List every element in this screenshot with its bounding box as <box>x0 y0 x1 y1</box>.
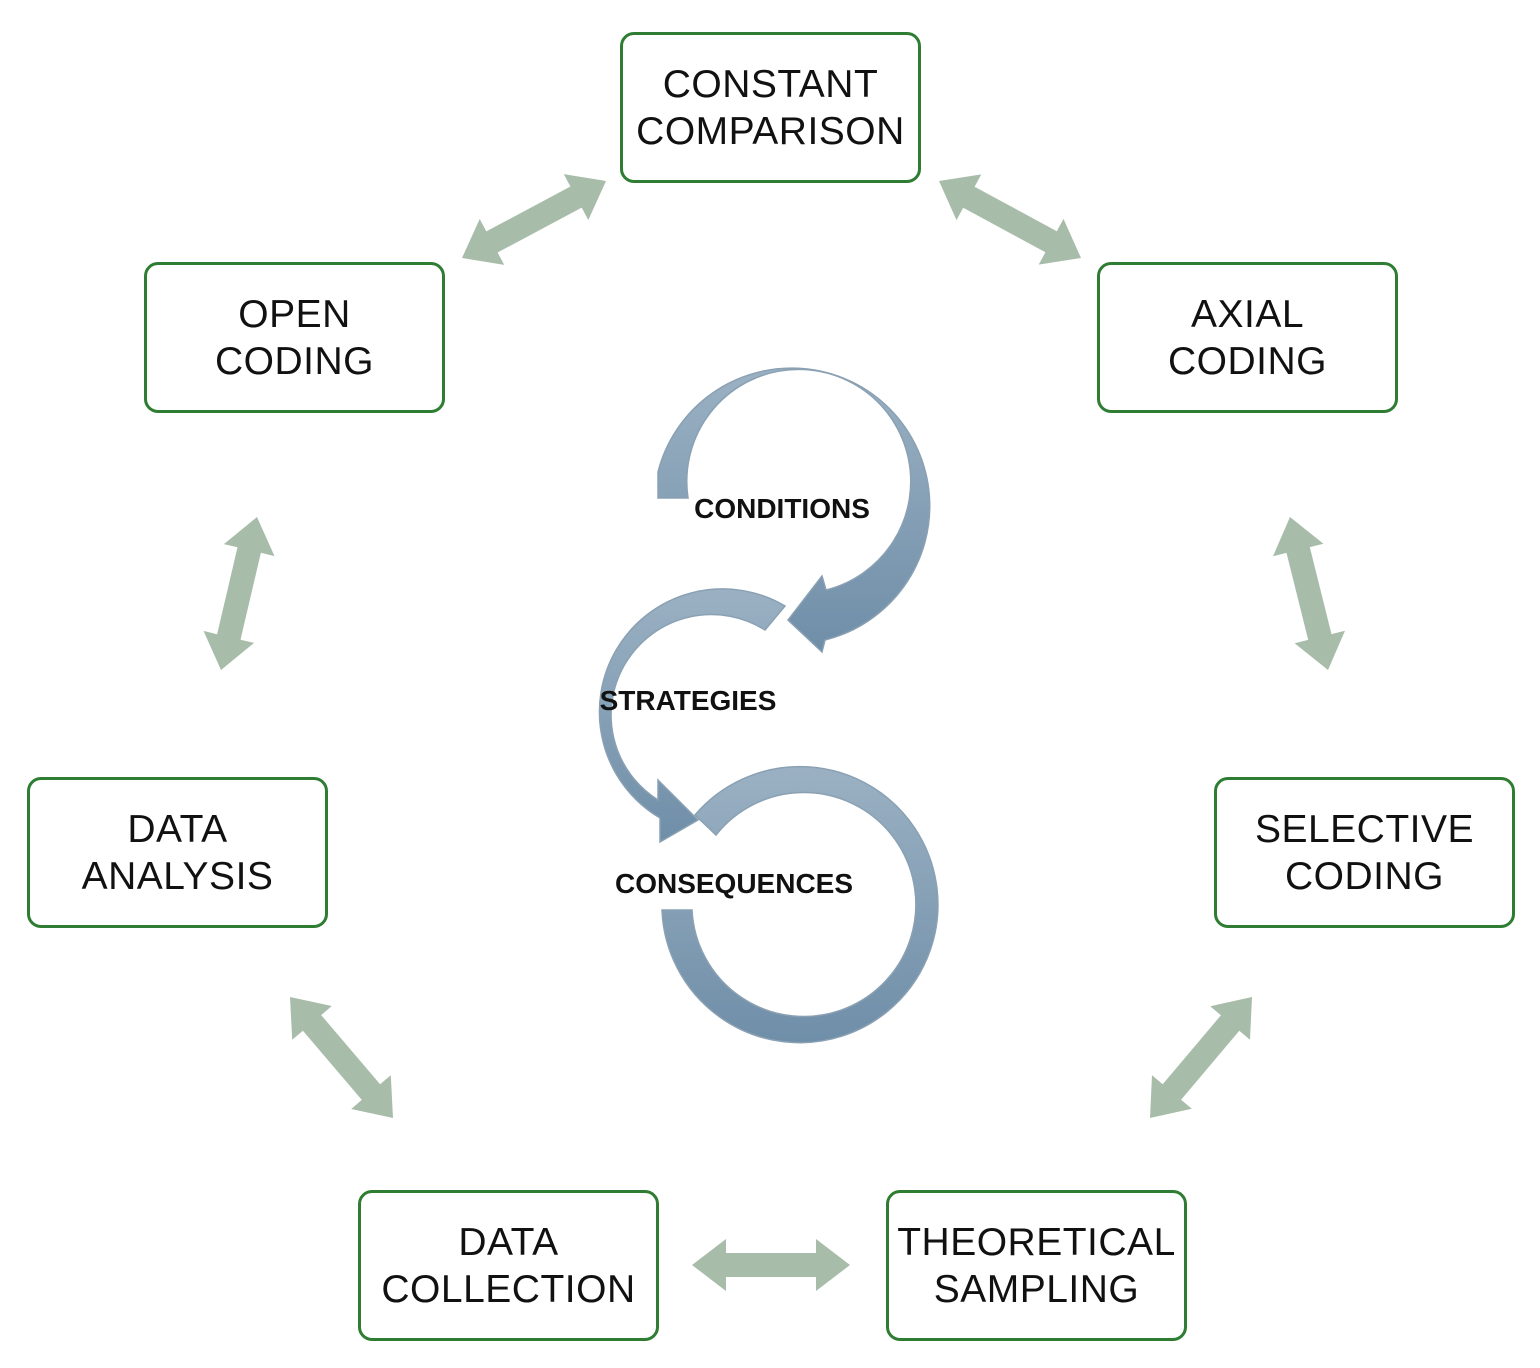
open-coding-line2: CODING <box>215 339 374 383</box>
data-analysis-line1: DATA <box>127 807 228 851</box>
selective-coding-line2: CODING <box>1285 854 1444 898</box>
constant-comparison-line1: CONSTANT <box>662 62 879 106</box>
theoretical-sampling-box: THEORETICAL SAMPLING <box>886 1190 1187 1341</box>
data-analysis-to-data-collection-arrow <box>290 997 393 1118</box>
open-coding-box: OPEN CODING <box>144 262 445 413</box>
data-collection-box: DATA COLLECTION <box>358 1190 659 1341</box>
selective-coding-to-theoretical-sampling-arrow <box>1150 997 1252 1118</box>
strategies-label: STRATEGIES <box>600 685 777 716</box>
axial-coding-to-selective-coding-arrow <box>1273 517 1345 670</box>
consequences-curved-arrow <box>661 765 939 1044</box>
theoretical-sampling-line2: SAMPLING <box>933 1267 1140 1311</box>
data-collection-to-theoretical-sampling-arrow <box>692 1239 850 1291</box>
open-coding-to-data-analysis-arrow <box>203 517 275 670</box>
selective-coding-box: SELECTIVE CODING <box>1214 777 1515 928</box>
open-coding-line1: OPEN <box>238 292 351 336</box>
data-collection-line2: COLLECTION <box>381 1267 636 1311</box>
data-analysis-box: DATA ANALYSIS <box>27 777 328 928</box>
axial-coding-line1: AXIAL <box>1190 292 1305 336</box>
theoretical-sampling-line1: THEORETICAL <box>897 1220 1176 1264</box>
center-cycle: CONDITIONS STRATEGIES CONSEQUENCES <box>598 367 939 1044</box>
axial-coding-box: AXIAL CODING <box>1097 262 1398 413</box>
conditions-label: CONDITIONS <box>694 493 870 524</box>
consequences-label: CONSEQUENCES <box>615 868 853 899</box>
axial-coding-line2: CODING <box>1168 339 1327 383</box>
conditions-curved-arrow <box>657 367 931 654</box>
selective-coding-line1: SELECTIVE <box>1254 807 1475 851</box>
data-collection-line1: DATA <box>458 1220 559 1264</box>
strategies-curved-arrow <box>598 588 787 844</box>
constant-comparison-to-axial-coding-arrow <box>939 174 1081 265</box>
constant-comparison-box: CONSTANT COMPARISON <box>620 32 921 183</box>
open-coding-to-constant-comparison-arrow <box>462 174 606 265</box>
constant-comparison-line2: COMPARISON <box>636 109 905 153</box>
data-analysis-line2: ANALYSIS <box>81 854 274 898</box>
